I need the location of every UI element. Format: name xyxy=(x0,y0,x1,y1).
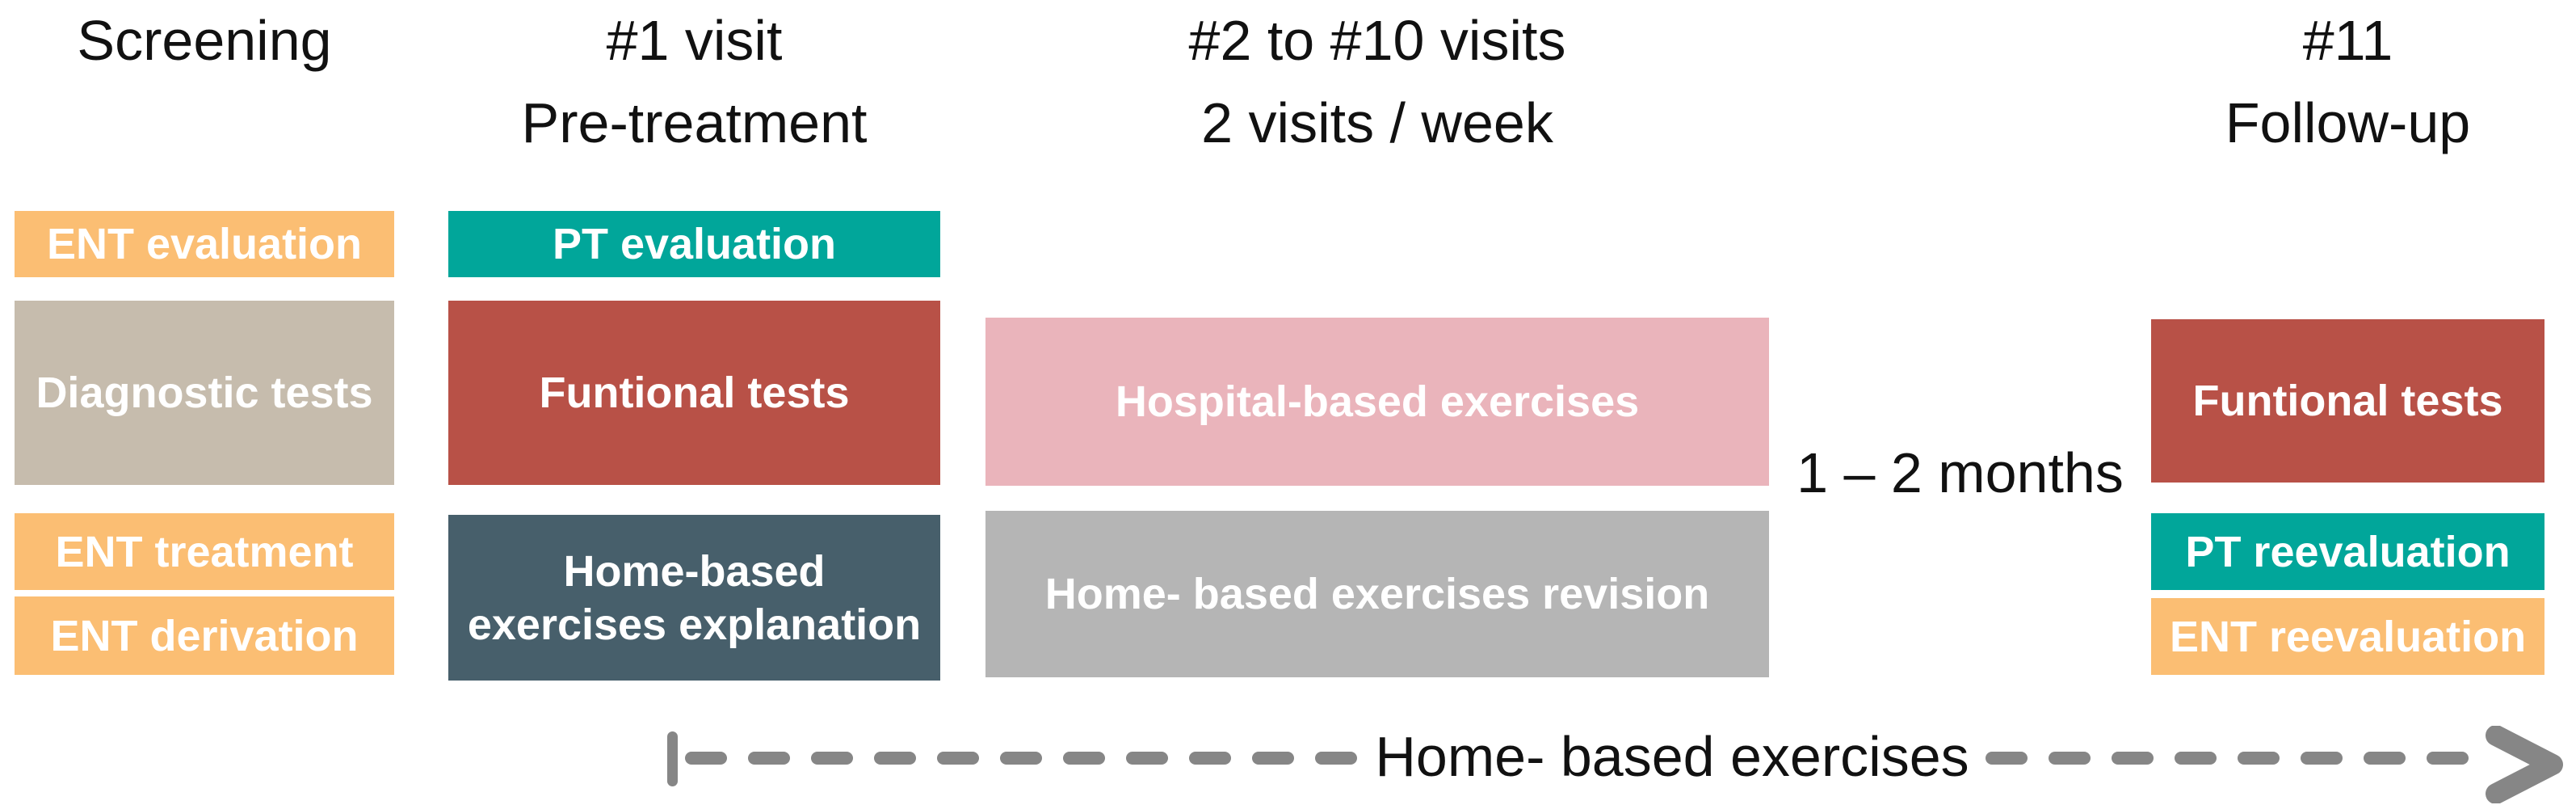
box-label: ENT reevaluation xyxy=(2169,612,2527,661)
header-line1: #11 xyxy=(2302,9,2393,72)
box-label: Funtional tests xyxy=(539,369,850,417)
timeline-dash xyxy=(1315,752,1357,765)
box-hospital-based-exercises: Hospital-based exercises xyxy=(985,318,1769,486)
timeline-dashes-right xyxy=(1986,752,2469,765)
column-subheader-visit-11: Follow-up xyxy=(2151,91,2544,155)
timeline-dash xyxy=(2112,752,2154,765)
box-home-based-exercises-revision: Home- based exercises revision xyxy=(985,511,1769,677)
box-label-line1: Home-based xyxy=(563,546,826,596)
column-header-screening: Screening xyxy=(15,8,394,73)
timeline-dash xyxy=(685,752,727,765)
box-ent-reevaluation: ENT reevaluation xyxy=(2151,598,2544,675)
timeline-dash xyxy=(2049,752,2091,765)
header-line1: #1 visit xyxy=(606,9,783,72)
timeline-dash xyxy=(937,752,979,765)
box-pt-reevaluation: PT reevaluation xyxy=(2151,513,2544,590)
box-label: Hospital-based exercises xyxy=(1115,377,1640,426)
timeline-dash xyxy=(2364,752,2406,765)
box-label: Diagnostic tests xyxy=(36,369,373,417)
timeline-dash xyxy=(2238,752,2280,765)
box-label: PT reevaluation xyxy=(2185,527,2511,576)
box-ent-derivation: ENT derivation xyxy=(15,596,394,675)
box-label: Funtional tests xyxy=(2192,377,2503,425)
header-line1: Screening xyxy=(77,9,332,72)
column-subheader-visits-2-10: 2 visits / week xyxy=(985,91,1769,155)
column-header-visit-1: #1 visit xyxy=(448,8,940,73)
box-home-based-exercises-explanation: Home-based exercises explanation xyxy=(448,515,940,681)
timeline-dash xyxy=(2301,752,2343,765)
box-label: ENT evaluation xyxy=(46,220,363,268)
header-line2: Pre-treatment xyxy=(521,91,868,154)
box-label: ENT treatment xyxy=(55,527,354,576)
box-pt-evaluation: PT evaluation xyxy=(448,211,940,277)
timeline-label: Home- based exercises xyxy=(1375,725,1969,788)
box-label: Home- based exercises revision xyxy=(1044,570,1710,618)
timeline-dash xyxy=(1986,752,2028,765)
timeline-start-tick-icon xyxy=(667,731,678,786)
timeline-dash xyxy=(2427,752,2469,765)
column-header-visit-11: #11 xyxy=(2151,8,2544,73)
duration-label: 1 – 2 months xyxy=(1796,441,2124,504)
header-line2: Follow-up xyxy=(2225,91,2471,154)
timeline-dash xyxy=(874,752,916,765)
timeline-dash xyxy=(1189,752,1231,765)
box-funtional-tests-followup: Funtional tests xyxy=(2151,319,2544,483)
timeline-dash xyxy=(1252,752,1294,765)
column-header-visits-2-10: #2 to #10 visits xyxy=(985,8,1769,73)
box-funtional-tests-pre: Funtional tests xyxy=(448,301,940,485)
box-diagnostic-tests: Diagnostic tests xyxy=(15,301,394,485)
box-label: ENT derivation xyxy=(50,611,359,660)
box-label: PT evaluation xyxy=(552,220,837,268)
timeline-dash xyxy=(2175,752,2217,765)
arrow-right-icon xyxy=(2486,726,2563,803)
header-line1: #2 to #10 visits xyxy=(1188,9,1566,72)
timeline-dash xyxy=(748,752,790,765)
timeline-dashes-left xyxy=(685,752,1357,765)
timeline-dash xyxy=(1000,752,1042,765)
column-subheader-visit-1: Pre-treatment xyxy=(448,91,940,155)
box-ent-treatment: ENT treatment xyxy=(15,513,394,590)
timeline-dash xyxy=(811,752,853,765)
timeline-dash xyxy=(1063,752,1105,765)
box-label-line2: exercises explanation xyxy=(467,600,922,649)
header-line2: 2 visits / week xyxy=(1201,91,1553,154)
box-ent-evaluation: ENT evaluation xyxy=(15,211,394,277)
timeline-dash xyxy=(1126,752,1168,765)
